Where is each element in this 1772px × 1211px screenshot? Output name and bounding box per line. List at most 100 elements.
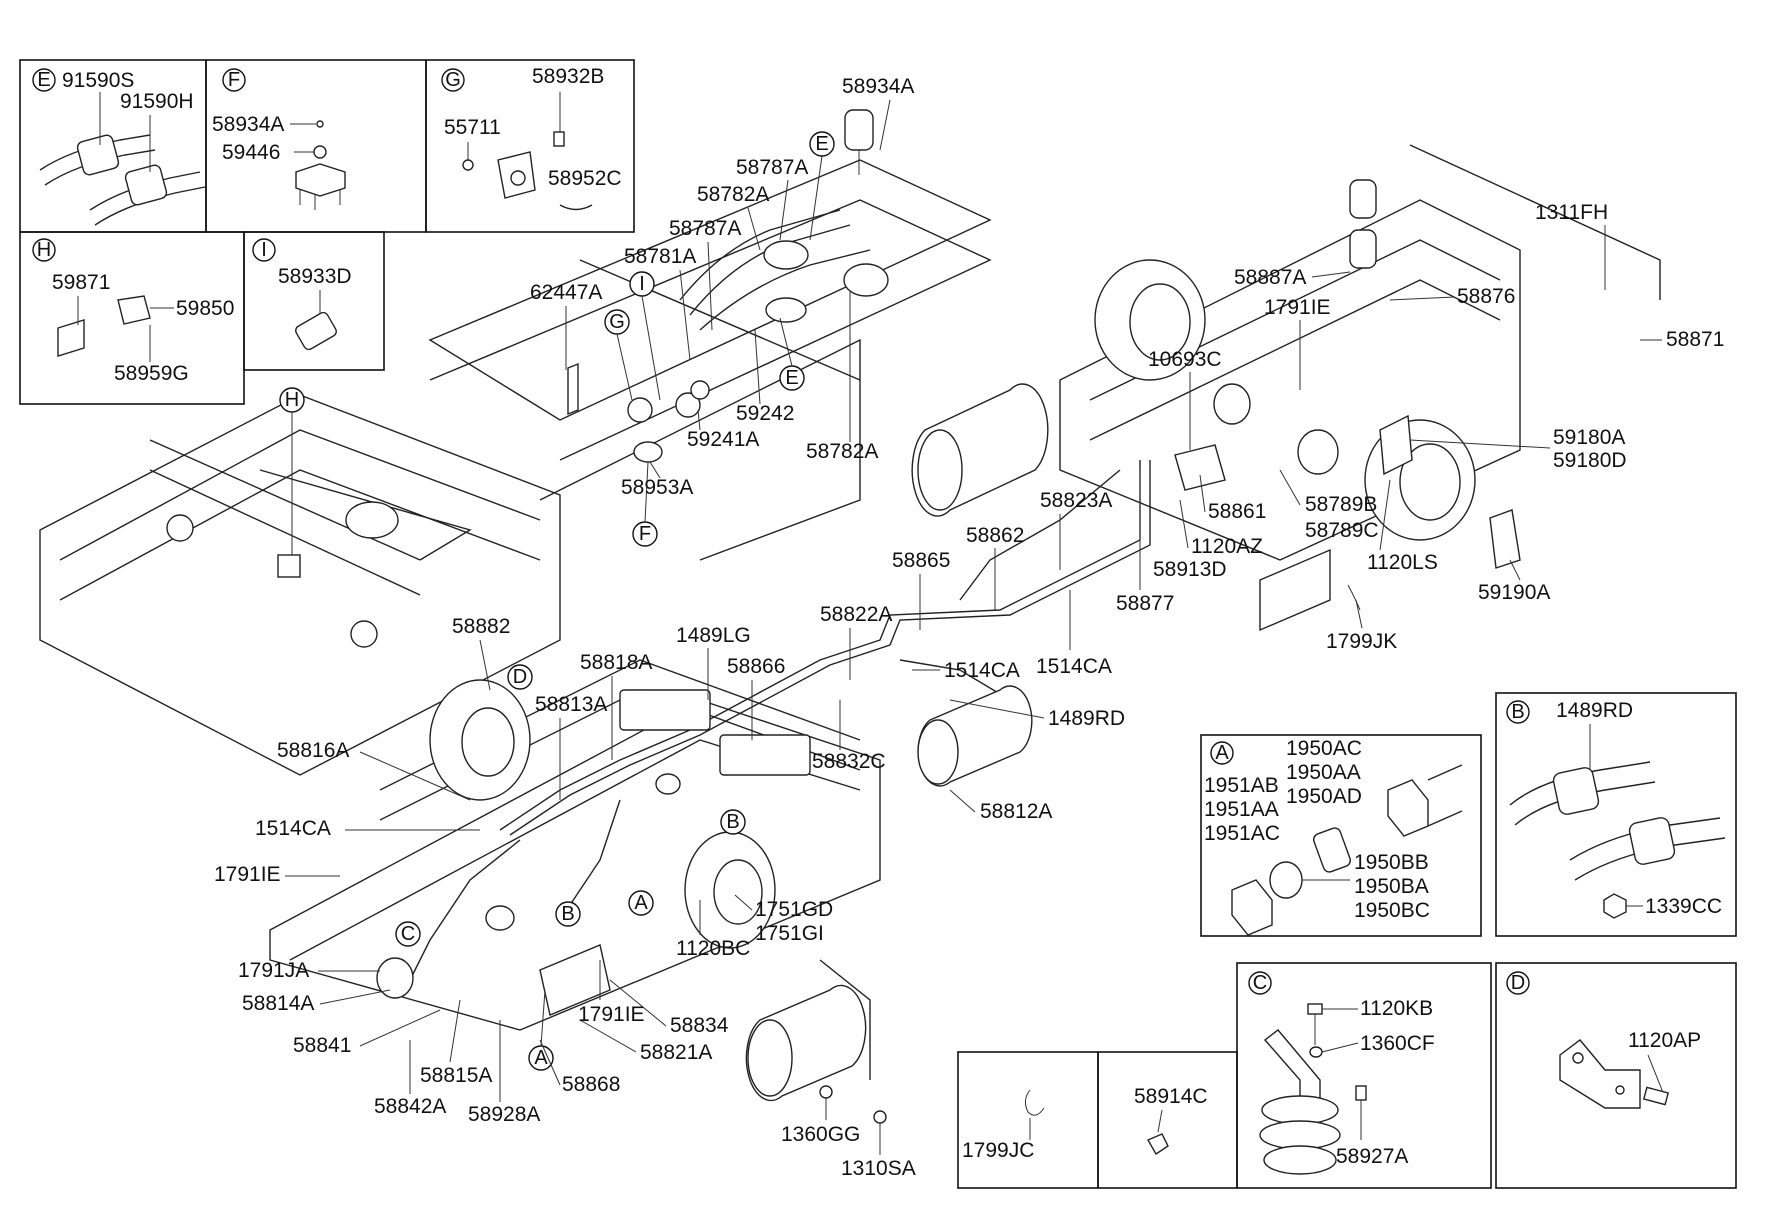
part-label: 58818A (580, 651, 652, 674)
part-label: 1120LS (1367, 551, 1438, 574)
part-label: 1489RD (1556, 699, 1633, 722)
callout-letter: E (785, 367, 798, 389)
part-label: 1360GG (781, 1123, 860, 1146)
part-label: 1751GI (755, 922, 824, 945)
rear-frame-lower: D B A B C A (269, 659, 1033, 1071)
part-label: 10693C (1148, 348, 1222, 371)
part-label: 1339CC (1645, 895, 1722, 918)
part-label: 1950BC (1354, 899, 1430, 922)
part-label: 58914C (1134, 1085, 1208, 1108)
part-label: 58816A (277, 739, 349, 762)
part-label: 59180A (1553, 426, 1625, 449)
part-label: 58832C (812, 750, 886, 773)
callout-letter: E (37, 69, 50, 91)
brake-lines (409, 460, 1151, 981)
inset-box-d: D 1120AP (1495, 962, 1737, 1189)
callout-letter: I (639, 273, 645, 295)
part-label: 1951AB (1204, 774, 1279, 797)
part-label: 58927A (1336, 1145, 1408, 1168)
part-label: 58813A (535, 693, 607, 716)
part-label: 1310SA (841, 1157, 916, 1180)
callout-letter: C (1253, 972, 1267, 994)
part-label: 1951AC (1204, 822, 1280, 845)
part-label: 58823A (1040, 489, 1112, 512)
front-frame-right (1059, 144, 1661, 632)
part-label: 1799JK (1326, 630, 1397, 653)
part-label: 58787A (669, 217, 741, 240)
callout-letter: I (261, 239, 267, 261)
part-label: 58789B (1305, 493, 1377, 516)
part-label: 59180D (1553, 449, 1627, 472)
part-label: 58865 (892, 549, 950, 572)
part-label: 1120AZ (1191, 535, 1263, 558)
part-label: 59446 (222, 141, 280, 164)
canister (911, 383, 1049, 517)
part-label: 1120BC (676, 937, 750, 960)
part-label: 1950AA (1286, 761, 1361, 784)
part-label: 58861 (1208, 500, 1266, 523)
inset-box-f: F 58934A 59446 (205, 59, 427, 233)
part-label: 1951AA (1204, 798, 1279, 821)
callout-letter: H (285, 389, 299, 411)
part-label: 58866 (727, 655, 785, 678)
inset-box-bottom-mid: 58914C (1097, 1051, 1238, 1189)
callout-letter: A (634, 892, 648, 914)
main-labels: 58934A 58787A 58782A 58787A 58781A 62447… (214, 75, 1724, 1180)
part-label: 1950BB (1354, 851, 1429, 874)
inset-box-i: I 58933D (243, 231, 385, 371)
part-label: 58928A (468, 1103, 540, 1126)
part-label: 58952C (548, 167, 622, 190)
part-label: 58913D (1153, 558, 1227, 581)
part-label: 58871 (1666, 328, 1724, 351)
part-label: 58782A (806, 440, 878, 463)
part-label: 1791IE (578, 1003, 645, 1026)
part-label: 58932B (532, 65, 604, 88)
part-label: 58789C (1305, 519, 1379, 542)
part-label: 58787A (736, 156, 808, 179)
part-label: 91590H (120, 90, 194, 113)
part-label: 58934A (842, 75, 914, 98)
inset-box-c: C 1120KB 1360CF 58927A (1236, 962, 1492, 1189)
part-label: 62447A (530, 281, 602, 304)
part-label: 1791JA (238, 959, 309, 982)
callout-letter: G (445, 69, 461, 91)
callout-letter: B (561, 903, 574, 925)
part-label: 58953A (621, 476, 693, 499)
part-label: 58812A (980, 800, 1052, 823)
part-label: 58834 (670, 1014, 729, 1037)
callout-letter: B (726, 811, 739, 833)
part-label: 58876 (1457, 285, 1515, 308)
part-label: 58814A (242, 992, 314, 1015)
callout-letter: F (228, 69, 240, 91)
part-label: 58882 (452, 615, 510, 638)
part-label: 58887A (1234, 266, 1306, 289)
callout-letter: G (609, 311, 625, 333)
part-label: 58877 (1116, 592, 1174, 615)
part-label: 1514CA (1036, 655, 1112, 678)
inset-box-e: E 91590S 91590H (19, 59, 207, 233)
part-label: 58781A (624, 245, 696, 268)
part-label: 59242 (736, 402, 794, 425)
part-label: 1514CA (255, 817, 331, 840)
callout-letter: D (1511, 972, 1525, 994)
part-label: 58841 (293, 1034, 351, 1057)
callout-letter: B (1511, 701, 1524, 723)
part-label: 1791IE (214, 863, 281, 886)
inset-box-g: G 58932B 55711 58952C (425, 59, 635, 233)
part-label: 1751GD (755, 898, 833, 921)
callout-letter: A (534, 1047, 548, 1069)
part-label: 59190A (1478, 581, 1550, 604)
inset-box-h: H 59871 59850 58959G (19, 231, 245, 405)
callout-letter: F (639, 523, 651, 545)
callout-letter: E (815, 133, 828, 155)
part-label: 59871 (52, 271, 110, 294)
part-label: 58868 (562, 1073, 620, 1096)
part-label: 55711 (444, 116, 501, 139)
part-label: 1360CF (1360, 1032, 1435, 1055)
part-label: 1489LG (676, 624, 751, 647)
part-label: 1950AC (1286, 737, 1362, 760)
part-label: 58862 (966, 524, 1024, 547)
callout-letter: H (37, 239, 51, 261)
front-frame-mid: E E I G F (428, 109, 992, 561)
